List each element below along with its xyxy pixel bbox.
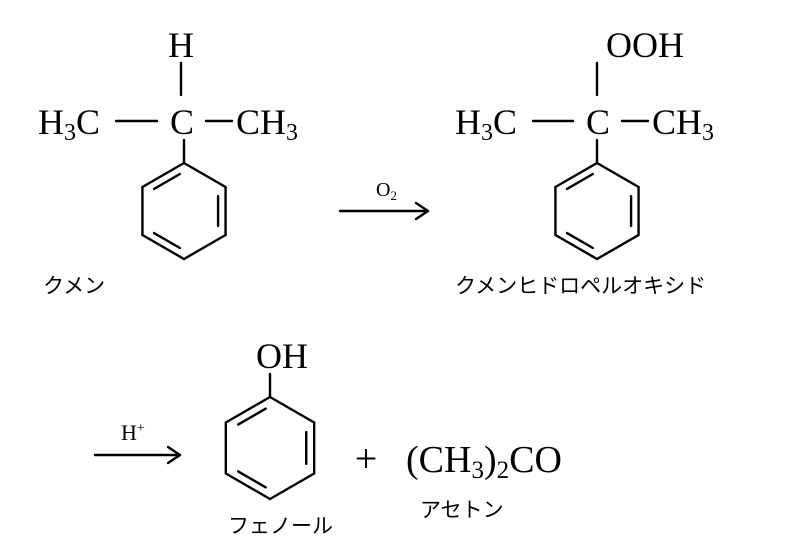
ring-bond <box>554 233 599 261</box>
ring-bond <box>595 233 640 261</box>
phenol-label: フェノール <box>228 514 333 538</box>
ring-double-bond <box>152 172 182 191</box>
ring-bond <box>268 395 316 424</box>
cumene-hydroperoxide-structure: OOH H3C C CH3 クメンヒドロペルオキシド <box>455 25 714 298</box>
ring-double-bond <box>236 470 267 489</box>
arrow-head <box>414 209 430 221</box>
phenol-structure: OH フェノール <box>224 336 333 538</box>
arrow-head <box>414 201 430 213</box>
cumene-label: クメン <box>43 274 105 298</box>
ring-bond <box>554 161 599 189</box>
ring-double-bond <box>152 231 182 250</box>
ring-bond <box>224 472 272 501</box>
reaction-arrow-2: H+ <box>93 420 182 465</box>
arrow-head <box>166 445 182 457</box>
hp-ch3: CH3 <box>652 102 714 146</box>
ring-bond <box>141 161 186 189</box>
ring-double-bond <box>236 407 267 426</box>
acetone-label: アセトン <box>420 498 504 522</box>
cumene-structure: H H3C C CH3 クメン <box>38 25 298 298</box>
ring-double-bond <box>565 172 595 191</box>
ring-bond <box>268 472 316 501</box>
ring-bond <box>182 233 227 261</box>
ring-bond <box>595 161 640 189</box>
cumene-center-c: C <box>170 102 194 142</box>
hp-center-c: C <box>586 102 610 142</box>
ring-bond <box>141 233 186 261</box>
benzene-ring <box>554 161 640 261</box>
arrow-head <box>166 453 182 465</box>
ring-bond <box>182 161 227 189</box>
ring-bond <box>224 395 272 424</box>
benzene-ring <box>141 161 227 261</box>
reaction-arrow-1: O2 <box>338 179 430 221</box>
ring-double-bond <box>565 231 595 250</box>
plus-sign: + <box>355 436 378 481</box>
reagent-h-plus: H+ <box>121 420 145 445</box>
hp-h3c: H3C <box>455 102 517 146</box>
oh-group: OH <box>256 336 308 376</box>
acetone: (CH3)2CO アセトン <box>406 439 562 522</box>
reagent-o2: O2 <box>376 179 397 203</box>
acetone-formula: (CH3)2CO <box>406 439 562 484</box>
hydroperoxide-label: クメンヒドロペルオキシド <box>455 274 706 298</box>
cumene-h3c: H3C <box>38 102 100 146</box>
cumene-ch3: CH3 <box>236 102 298 146</box>
cumene-h: H <box>168 25 194 65</box>
ooh-group: OOH <box>606 25 684 65</box>
benzene-ring <box>224 395 316 501</box>
